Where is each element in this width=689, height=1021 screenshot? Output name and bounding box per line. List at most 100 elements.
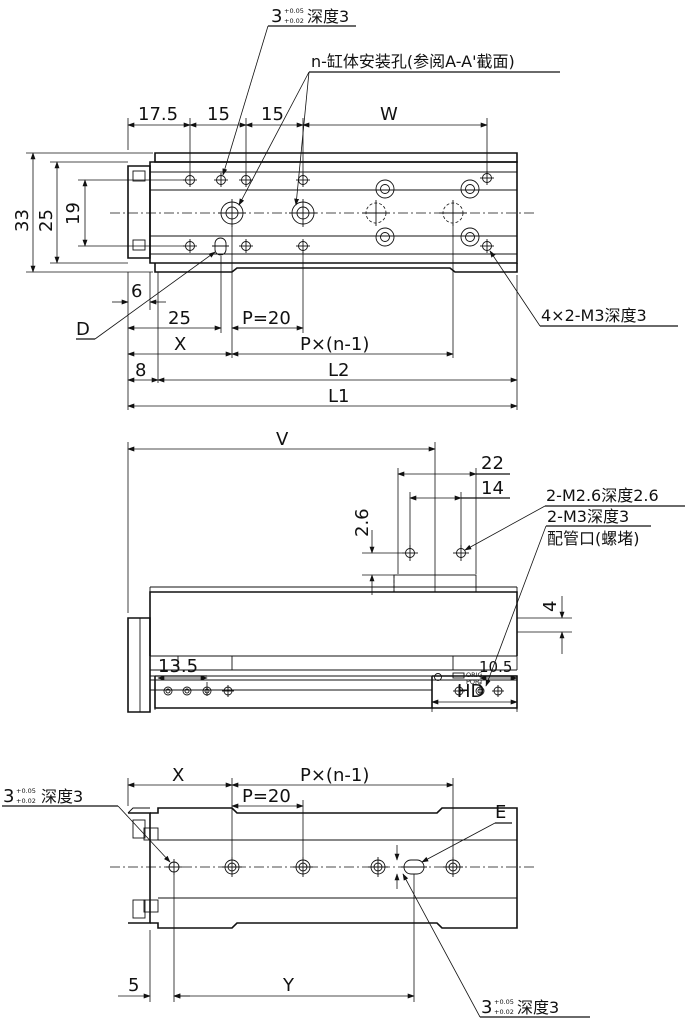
m3-hole xyxy=(239,239,253,253)
dim-p-n1: P×(n-1) xyxy=(300,334,369,355)
dim-10-5: 10.5 xyxy=(479,658,512,676)
pin-hole-tol-upper: +0.05 xyxy=(284,7,304,15)
pin-left-main: 3 xyxy=(3,786,14,807)
pin-hole-suffix: 深度3 xyxy=(307,7,349,26)
hidden-hole xyxy=(362,200,390,226)
pin-right-suffix: 深度3 xyxy=(517,998,559,1017)
pin-right-main: 3 xyxy=(481,997,492,1018)
note-m26: 2-M2.6深度2.6 xyxy=(546,486,659,505)
m3-hole xyxy=(480,171,494,185)
dim-14: 14 xyxy=(481,478,504,499)
note-m3-line2: 配管口(螺堵) xyxy=(547,529,640,548)
dim-4: 4 xyxy=(540,601,561,612)
counterbore-hole xyxy=(375,227,395,247)
top-view-left-dimensions: 33 25 19 xyxy=(12,152,185,273)
note-m3-line1: 2-M3深度3 xyxy=(547,507,629,526)
bottom-dim-p20: P=20 xyxy=(242,786,291,807)
slot-hole-d xyxy=(212,237,229,256)
mount-hole xyxy=(368,857,388,877)
m3-hole xyxy=(183,239,197,253)
label-e: E xyxy=(495,802,506,823)
top-view-body xyxy=(110,152,535,273)
side-view-holes: ORIG PORT xyxy=(163,545,504,697)
pin-right-tol-upper: +0.05 xyxy=(494,998,514,1006)
plate-text-1: ORIG xyxy=(466,671,483,679)
m3-hole xyxy=(214,173,228,187)
side-view-dimensions: V 22 14 2.6 4 13.5 xyxy=(127,429,572,712)
hidden-hole xyxy=(439,200,467,226)
pin-left-tol-upper: +0.05 xyxy=(16,787,36,795)
pin-hole-tol-lower: +0.02 xyxy=(284,17,304,25)
dim-8: 8 xyxy=(135,360,146,381)
bottom-view-dimensions: X P×(n-1) P=20 5 Y xyxy=(118,765,454,1002)
plate-text-2: PORT xyxy=(466,678,483,686)
port-plate xyxy=(452,672,465,679)
mount-hole xyxy=(443,857,463,877)
pin-left-tol-lower: +0.02 xyxy=(16,797,36,805)
dim-25: 25 xyxy=(36,209,57,232)
m3-hole xyxy=(296,239,310,253)
top-view-top-dimensions: 17.5 15 15 W xyxy=(127,104,488,175)
small-hole xyxy=(453,685,465,697)
bottom-dim-5: 5 xyxy=(128,975,139,996)
pin-left-suffix: 深度3 xyxy=(41,787,83,806)
mount-hole xyxy=(293,857,313,877)
callout-e: E xyxy=(421,802,512,863)
dim-2-6: 2.6 xyxy=(352,508,373,537)
callout-d: D xyxy=(76,251,216,340)
dim-w: W xyxy=(380,104,398,125)
bottom-view: X P×(n-1) P=20 5 Y E 3 +0.05 + xyxy=(2,765,590,1018)
mount-hole xyxy=(222,857,242,877)
pin-hole xyxy=(166,859,182,875)
top-view-bottom-dimensions: 6 25 P=20 X P×(n-1) 8 L2 L1 xyxy=(112,224,518,410)
note-4x2-m3: 4×2-M3深度3 xyxy=(541,306,647,325)
top-view-m3-holes xyxy=(183,171,494,256)
small-hole xyxy=(182,686,192,696)
dim-17-5: 17.5 xyxy=(138,104,178,125)
dim-22: 22 xyxy=(481,453,504,474)
counterbore-hole xyxy=(289,199,317,227)
counterbore-hole xyxy=(218,199,246,227)
dim-hd: HD xyxy=(457,681,484,702)
dim-v: V xyxy=(276,429,289,450)
bottom-dim-p-n1: P×(n-1) xyxy=(300,765,369,786)
counterbore-hole xyxy=(460,179,480,199)
top-view-counterbores xyxy=(218,179,480,247)
callout-m3-port: 2-M3深度3 配管口(螺堵) xyxy=(485,507,651,687)
dim-l1: L1 xyxy=(328,386,349,407)
pin-right-tol-lower: +0.02 xyxy=(494,1008,514,1016)
dim-25-bottom: 25 xyxy=(168,308,191,329)
mount-holes-note: n-缸体安装孔(参阅A-A'截面) xyxy=(311,52,515,71)
pin-hole-main: 3 xyxy=(271,6,282,27)
side-view: ORIG PORT V 22 14 2.6 xyxy=(127,429,685,713)
callout-pin-hole-left: 3 +0.05 +0.02 深度3 xyxy=(2,786,171,863)
dim-6: 6 xyxy=(131,281,142,302)
dim-15-b: 15 xyxy=(261,104,284,125)
dim-x: X xyxy=(174,334,186,355)
dim-15-a: 15 xyxy=(207,104,230,125)
m3-hole xyxy=(239,173,253,187)
callout-pin-hole-top: 3 +0.05 +0.02 深度3 xyxy=(222,6,356,176)
dim-l2: L2 xyxy=(328,360,349,381)
dim-33: 33 xyxy=(12,209,33,232)
label-d: D xyxy=(76,319,90,340)
small-hole xyxy=(222,685,234,697)
bottom-dim-x: X xyxy=(172,765,184,786)
callout-mount-holes: n-缸体安装孔(参阅A-A'截面) xyxy=(238,52,560,206)
bottom-dim-y: Y xyxy=(282,975,295,996)
port-plug xyxy=(434,673,442,681)
small-hole xyxy=(492,685,504,697)
m3-hole xyxy=(480,239,494,253)
callout-m26: 2-M2.6深度2.6 xyxy=(464,486,685,551)
m3-hole xyxy=(183,173,197,187)
bottom-view-body xyxy=(110,807,535,929)
counterbore-hole xyxy=(375,179,395,199)
dim-13-5: 13.5 xyxy=(158,656,198,677)
dim-19: 19 xyxy=(63,202,84,225)
callout-pin-hole-right: 3 +0.05 +0.02 深度3 xyxy=(402,873,590,1018)
dim-p20: P=20 xyxy=(242,308,291,329)
small-hole xyxy=(163,686,173,696)
bottom-view-holes xyxy=(166,857,463,877)
callout-4x2-m3: 4×2-M3深度3 xyxy=(489,250,678,327)
